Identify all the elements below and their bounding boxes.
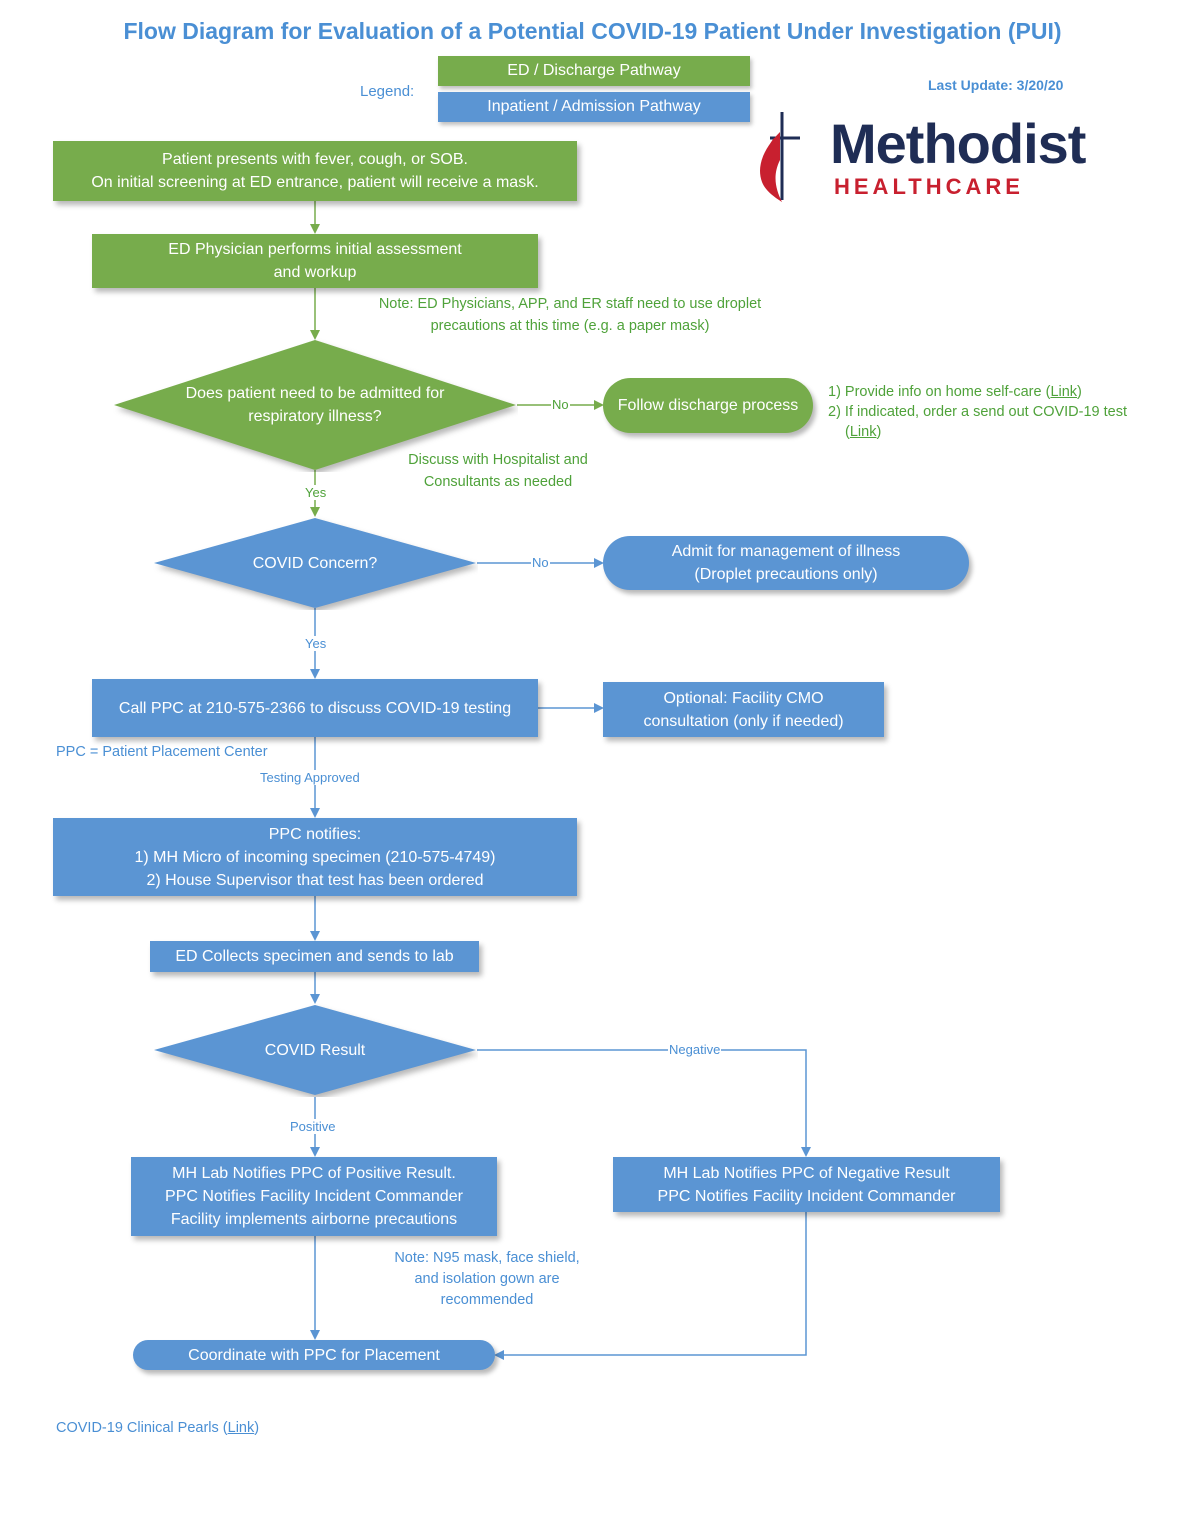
edge-label-positive: Positive — [289, 1119, 337, 1134]
note-line: Consultants as needed — [423, 474, 573, 490]
decision-covid-concern-label: COVID Concern? — [252, 554, 378, 572]
node-positive-result: MH Lab Notifies PPC of Positive Result. … — [131, 1157, 497, 1236]
note-line: (Link) — [845, 424, 882, 440]
note-droplet-precautions: Note: ED Physicians, APP, and ER staff n… — [340, 293, 800, 337]
note-n95: Note: N95 mask, face shield, and isolati… — [376, 1248, 598, 1311]
note-line: Note: N95 mask, face shield, — [394, 1250, 580, 1266]
node-negative-result: MH Lab Notifies PPC of Negative Result P… — [613, 1157, 1000, 1212]
note-text: 1) Provide info on home self-care ( — [828, 384, 1051, 400]
node-text-line: PPC Notifies Facility Incident Commander — [657, 1187, 956, 1205]
edge-label-negative: Negative — [668, 1042, 722, 1057]
note-ppc-definition: PPC = Patient Placement Center — [56, 744, 268, 760]
legend-green-item: ED / Discharge Pathway — [438, 56, 750, 86]
node-text-line: respiratory illness? — [248, 408, 382, 425]
decision-covid-concern-diamond — [154, 518, 476, 608]
note-line: 1) Provide info on home self-care (Link) — [828, 382, 1168, 402]
note-line: Note: ED Physicians, APP, and ER staff n… — [378, 296, 762, 312]
node-text-line: Patient presents with fever, cough, or S… — [162, 151, 468, 168]
node-text-line: (Droplet precautions only) — [694, 566, 878, 583]
node-text-line: 1) MH Micro of incoming specimen (210-57… — [134, 848, 496, 866]
edge-label-yes: Yes — [304, 485, 328, 500]
node-text-line: MH Lab Notifies PPC of Positive Result. — [172, 1165, 456, 1182]
logo-name: Methodist — [830, 112, 1086, 175]
clinical-pearls-link[interactable]: Link — [227, 1420, 255, 1436]
node-text-line: Optional: Facility CMO — [663, 689, 824, 707]
logo-sub: HEALTHCARE — [834, 174, 1024, 199]
edge-label-testing-approved: Testing Approved — [259, 770, 361, 785]
note-line: Discuss with Hospitalist and — [408, 452, 588, 468]
node-text-line: Does patient need to be admitted for — [185, 385, 445, 402]
note-line: and isolation gown are — [414, 1271, 560, 1287]
node-ppc-notifies: PPC notifies: 1) MH Micro of incoming sp… — [53, 818, 577, 896]
node-text-line: PPC notifies: — [268, 825, 362, 843]
node-text-line: MH Lab Notifies PPC of Negative Result — [663, 1164, 950, 1182]
node-text-line: Admit for management of illness — [671, 543, 901, 560]
decision-covid-result-diamond — [154, 1005, 476, 1095]
node-text-line: 2) House Supervisor that test has been o… — [146, 871, 484, 889]
node-text-line: consultation (only if needed) — [643, 712, 844, 730]
node-coordinate-placement: Coordinate with PPC for Placement — [133, 1340, 495, 1370]
edge-label-yes: Yes — [304, 636, 328, 651]
self-care-link[interactable]: Link — [1050, 384, 1078, 400]
node-patient-presents: Patient presents with fever, cough, or S… — [53, 141, 577, 201]
node-text-line: ED Physician performs initial assessment — [168, 241, 462, 258]
clinical-pearls: COVID-19 Clinical Pearls (Link) — [56, 1420, 259, 1436]
pearls-text: COVID-19 Clinical Pearls ( — [56, 1420, 228, 1436]
legend-blue-item: Inpatient / Admission Pathway — [438, 92, 750, 122]
node-initial-assessment: ED Physician performs initial assessment… — [92, 234, 538, 288]
node-call-ppc: Call PPC at 210-575-2366 to discuss COVI… — [92, 679, 538, 737]
node-text-line: and workup — [273, 264, 357, 281]
edge-label-no: No — [531, 555, 550, 570]
methodist-logo: Methodist HEALTHCARE — [752, 108, 1132, 204]
node-admit-management: Admit for management of illness (Droplet… — [603, 536, 969, 590]
arrow-result-q-to-negative — [477, 1049, 811, 1157]
last-update: Last Update: 3/20/20 — [928, 77, 1064, 93]
decision-covid-result-label: COVID Result — [264, 1041, 366, 1059]
node-collect-specimen: ED Collects specimen and sends to lab — [150, 941, 479, 972]
note-line: 2) If indicated, order a send out COVID-… — [828, 404, 1128, 420]
cross-flame-icon — [760, 112, 800, 202]
decision-admit-label: Does patient need to be admitted for res… — [112, 338, 518, 472]
page-title: Flow Diagram for Evaluation of a Potenti… — [123, 18, 1062, 44]
decision-admit-diamond — [114, 340, 516, 470]
note-hospitalist: Discuss with Hospitalist and Consultants… — [380, 449, 616, 493]
note-line: recommended — [440, 1292, 534, 1308]
pearls-text: ) — [254, 1420, 260, 1436]
send-out-test-link[interactable]: Link — [849, 424, 877, 440]
edge-label-no: No — [551, 397, 570, 412]
node-text-line: On initial screening at ED entrance, pat… — [91, 174, 539, 191]
note-text: ) — [1077, 384, 1082, 400]
legend-label: Legend: — [360, 83, 415, 100]
note-line: precautions at this time (e.g. a paper m… — [430, 318, 710, 334]
arrow-negative-to-coordinate — [494, 1212, 807, 1360]
node-follow-discharge: Follow discharge process — [603, 378, 813, 433]
node-text-line: Facility implements airborne precautions — [170, 1211, 458, 1228]
node-facility-cmo: Optional: Facility CMO consultation (onl… — [603, 682, 884, 737]
node-text-line: PPC Notifies Facility Incident Commander — [165, 1188, 463, 1205]
note-discharge-info: 1) Provide info on home self-care (Link)… — [828, 382, 1168, 442]
